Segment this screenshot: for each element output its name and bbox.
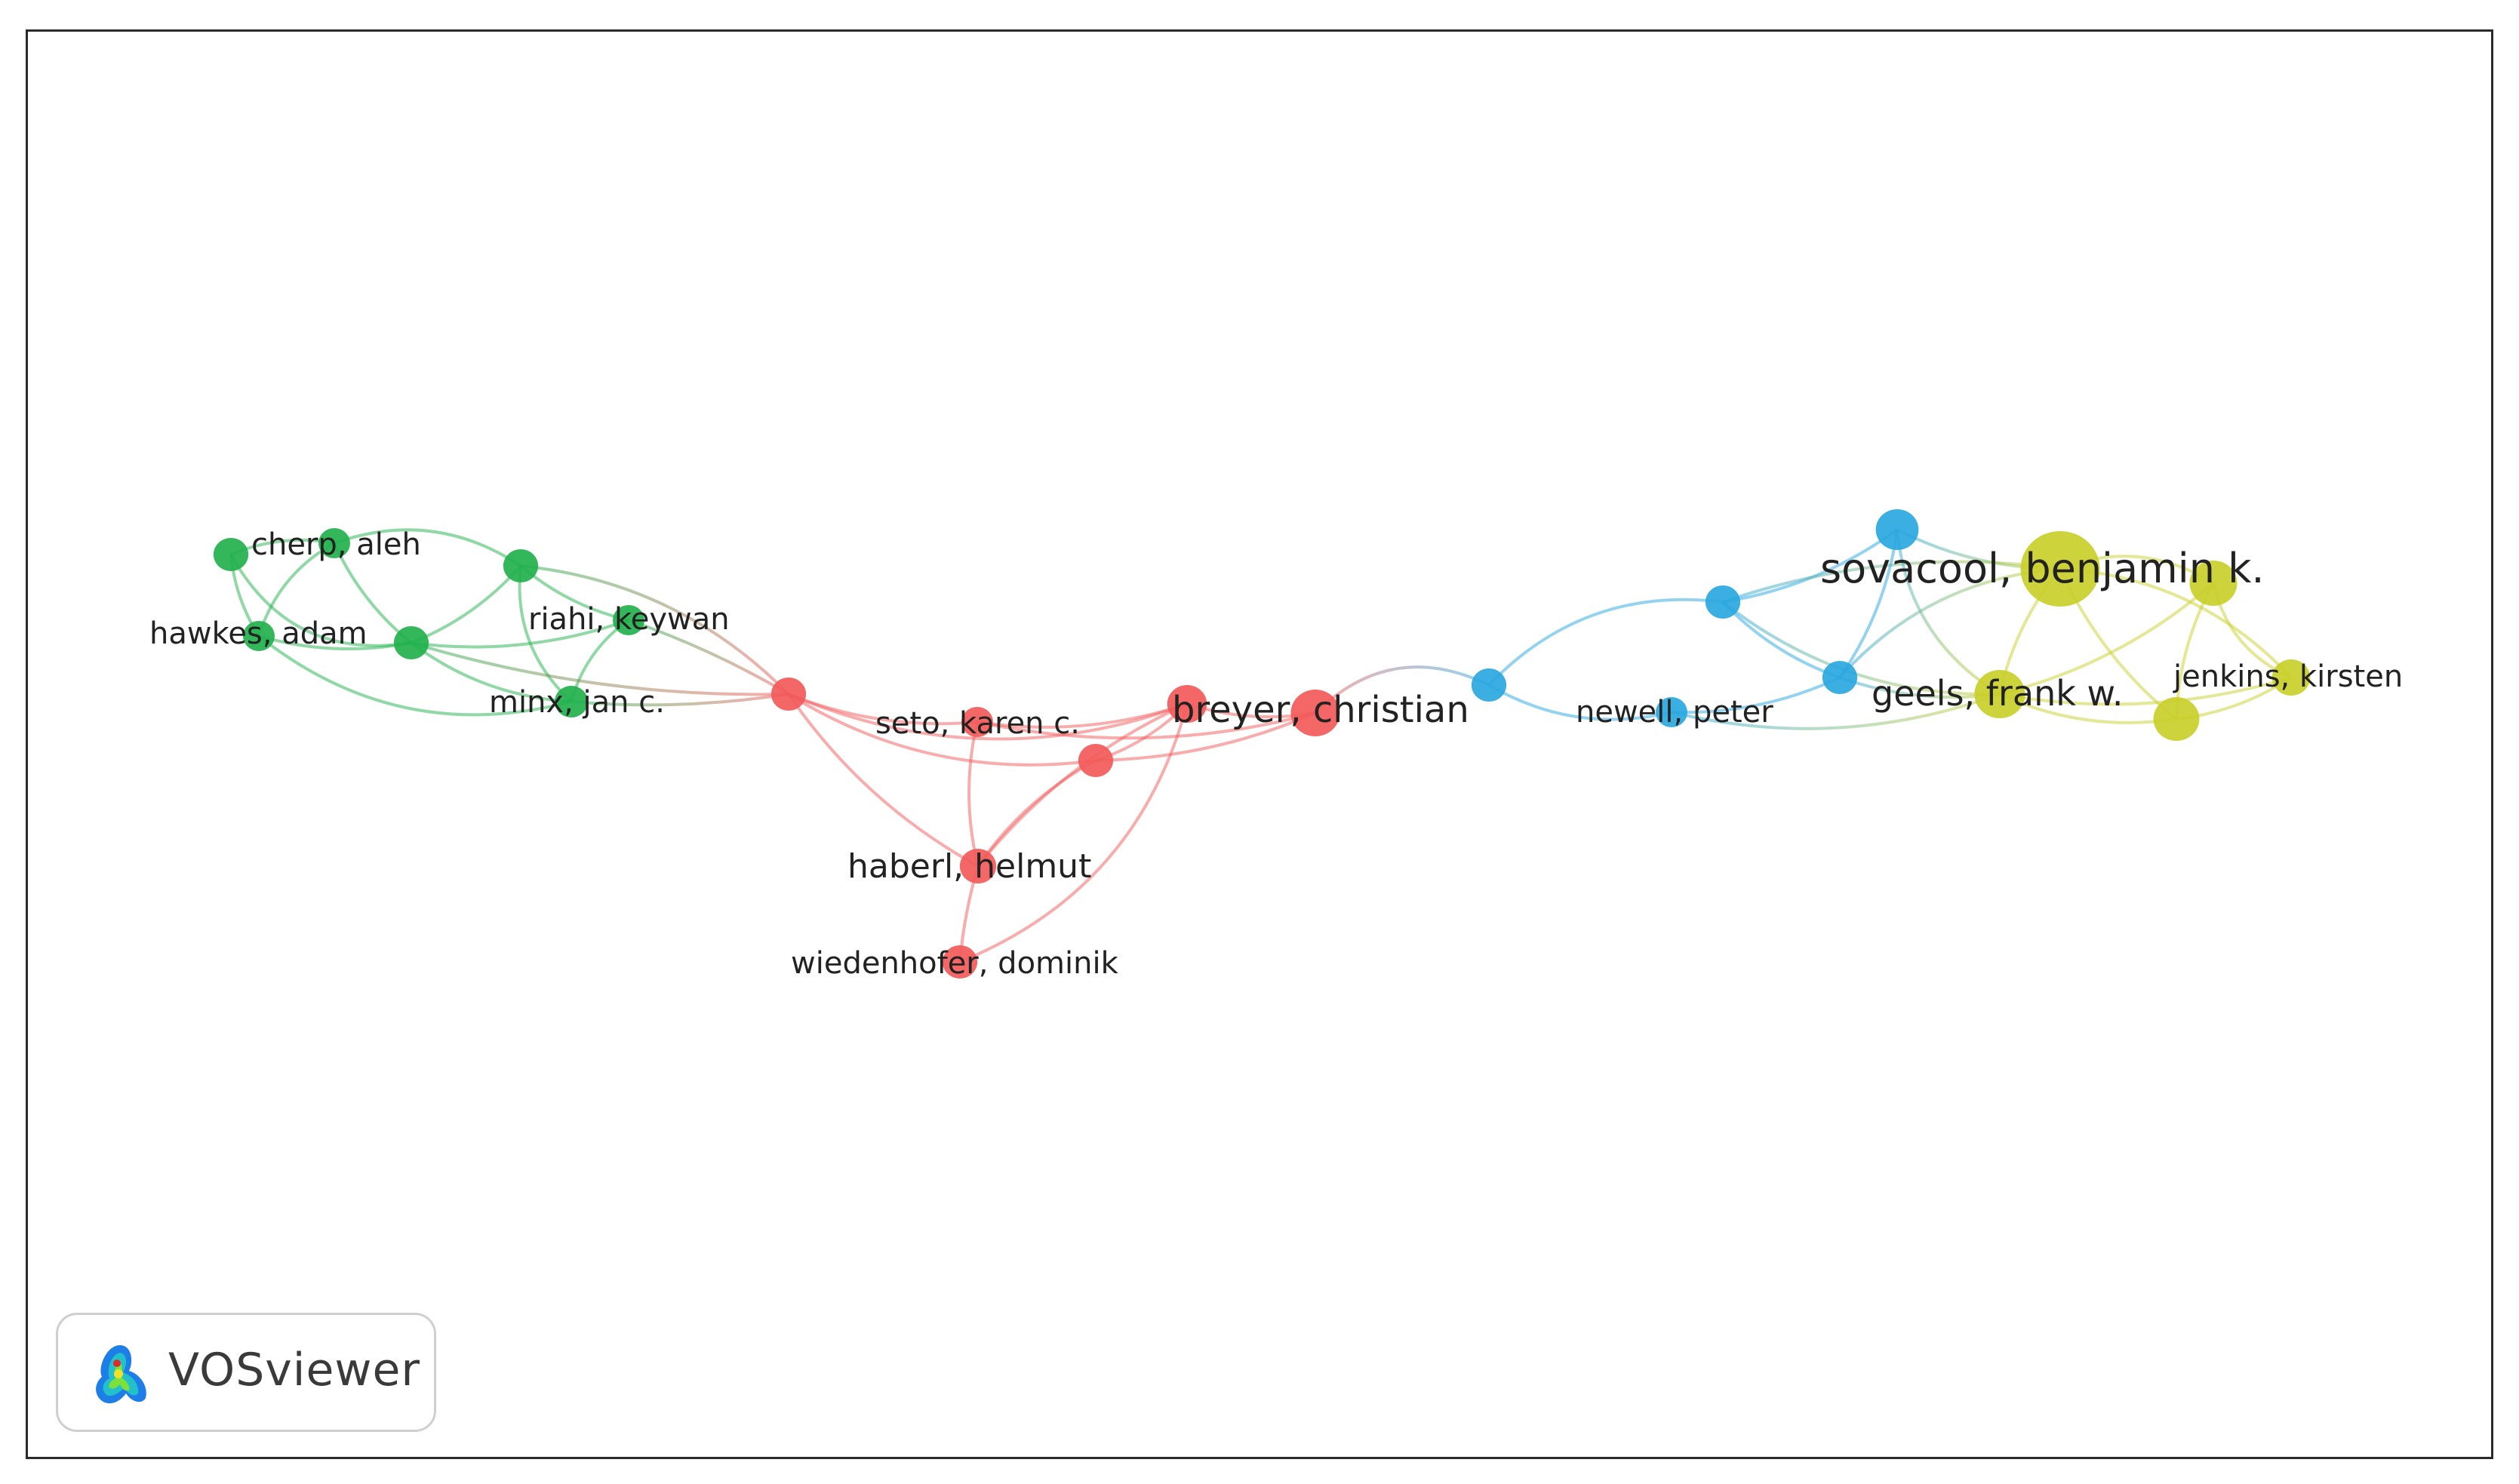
- edge-seto-haberl: [967, 721, 980, 867]
- node-label-haberl: haberl, helmut: [847, 847, 1091, 886]
- edge-hawkes-n_green_mid: [258, 634, 412, 651]
- node-n_blue_low[interactable]: [1822, 661, 1858, 694]
- edge-wiedenhofer-n_red_right: [959, 703, 1189, 963]
- node-n_blue_mid[interactable]: [1705, 585, 1741, 619]
- node-hawkes[interactable]: [243, 621, 275, 651]
- node-wiedenhofer[interactable]: [942, 945, 978, 979]
- node-n_red_hub[interactable]: [770, 677, 807, 711]
- edge-n_red_hub-haberl: [787, 693, 979, 868]
- node-label-cherp: cherp, aleh: [251, 527, 421, 562]
- node-sovacool[interactable]: [2020, 531, 2100, 607]
- edge-newell-geels: [1671, 693, 2001, 730]
- node-geels[interactable]: [1974, 670, 2025, 718]
- node-n_green_top[interactable]: [503, 549, 539, 582]
- node-cherp[interactable]: [318, 528, 350, 558]
- node-label-wiedenhofer: wiedenhofer, dominik: [791, 946, 1119, 981]
- edge-n_red_hub-n_red_right: [788, 693, 1188, 741]
- edge-n_red_hub-n_red_small: [787, 693, 1096, 767]
- node-n_green_tl[interactable]: [213, 538, 249, 571]
- node-label-newell: newell, peter: [1576, 695, 1773, 730]
- edge-geels-jenkins: [1999, 676, 2292, 706]
- node-n_yellow_r1[interactable]: [2189, 561, 2238, 606]
- node-seto[interactable]: [961, 707, 993, 737]
- edge-n_green_mid-riahi: [411, 619, 629, 649]
- node-label-sovacool: sovacool, benjamin k.: [1820, 545, 2265, 592]
- node-label-minx: minx, jan c.: [489, 685, 665, 720]
- node-n_blue_left[interactable]: [1471, 668, 1507, 702]
- node-n_green_mid[interactable]: [393, 626, 429, 659]
- edge-n_green_top-n_red_hub: [520, 564, 790, 696]
- edge-n_green_tl-n_green_mid: [229, 554, 412, 647]
- edge-n_red_small-breyer: [1095, 711, 1316, 762]
- node-label-jenkins: jenkins, kirsten: [2173, 659, 2403, 694]
- edge-riahi-n_red_hub: [628, 619, 790, 696]
- vosviewer-badge: VOSviewer: [56, 1313, 436, 1432]
- node-haberl[interactable]: [959, 849, 997, 883]
- node-breyer[interactable]: [1290, 690, 1340, 736]
- node-n_blue_top[interactable]: [1875, 509, 1919, 550]
- network-labels: cherp, aleh hawkes, adam riahi, keywan minx…: [149, 527, 2403, 981]
- edge-n_blue_left-newell: [1487, 684, 1672, 721]
- network-nodes: [213, 509, 2311, 979]
- node-newell[interactable]: [1656, 697, 1687, 727]
- node-jenkins[interactable]: [2271, 659, 2311, 696]
- node-label-geels: geels, frank w.: [1872, 673, 2124, 714]
- node-n_yellow_r2[interactable]: [2153, 697, 2200, 741]
- edge-breyer-n_blue_left: [1314, 665, 1490, 714]
- edge-n_blue_left-n_blue_mid: [1487, 598, 1724, 687]
- edge-n_green_mid-n_green_top: [411, 564, 522, 644]
- node-n_red_small[interactable]: [1078, 744, 1114, 777]
- node-label-hawkes: hawkes, adam: [149, 616, 368, 651]
- edge-hawkes-minx: [257, 634, 572, 717]
- node-minx[interactable]: [554, 686, 589, 717]
- node-label-riahi: riahi, keywan: [528, 602, 730, 637]
- vosviewer-logo-text: VOSviewer: [168, 1344, 421, 1396]
- edge-newell-n_blue_low: [1671, 676, 1841, 714]
- edge-cherp-n_green_top: [334, 528, 522, 567]
- node-n_red_right[interactable]: [1167, 685, 1207, 723]
- edge-n_green_top-minx: [518, 565, 573, 703]
- node-riahi[interactable]: [613, 605, 644, 635]
- edge-n_blue_top-geels: [1896, 529, 2001, 696]
- edge-seto-n_red_right: [977, 702, 1188, 729]
- edge-n_green_mid-n_red_hub: [411, 641, 789, 696]
- edge-geels-n_yellow_r1: [1999, 582, 2215, 696]
- network-edges: [229, 528, 2293, 963]
- network-canvas-frame: [26, 29, 2493, 1459]
- node-label-seto: seto, karen c.: [875, 706, 1080, 741]
- vosviewer-logo-icon: [96, 1345, 146, 1404]
- edge-n_green_mid-minx: [410, 641, 572, 703]
- edge-n_red_right-haberl: [977, 702, 1188, 868]
- edge-minx-n_red_hub: [571, 693, 789, 707]
- node-label-breyer: breyer, christian: [1172, 689, 1469, 731]
